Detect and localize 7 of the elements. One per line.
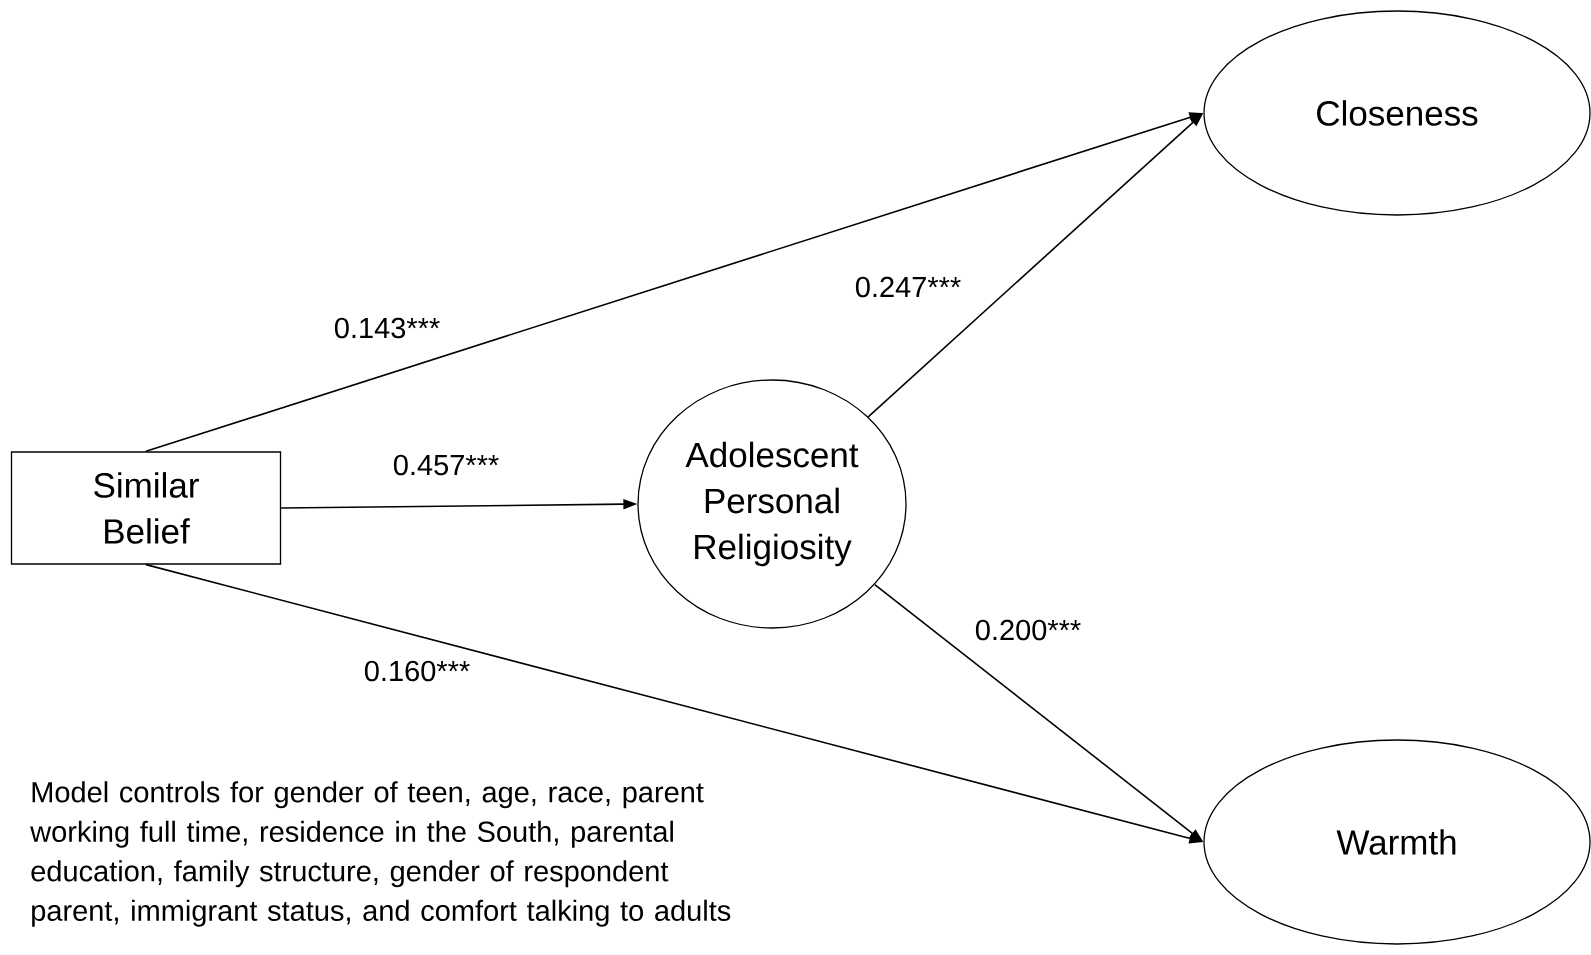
edge-label: 0.200*** [973, 618, 1083, 642]
note-text: Model controls for gender of teen, age, race, parent working full time, residence in the South, parental education, family structure, gender of respondent parent, immigrant status, and comfort talking to adults [30, 781, 731, 927]
edge-label: 0.160*** [362, 659, 472, 683]
edge-label: 0.457*** [391, 453, 501, 477]
edge-label: 0.247*** [853, 275, 963, 299]
variable-box: Similar Belief [10, 451, 282, 565]
edge-label: 0.143*** [332, 316, 442, 340]
